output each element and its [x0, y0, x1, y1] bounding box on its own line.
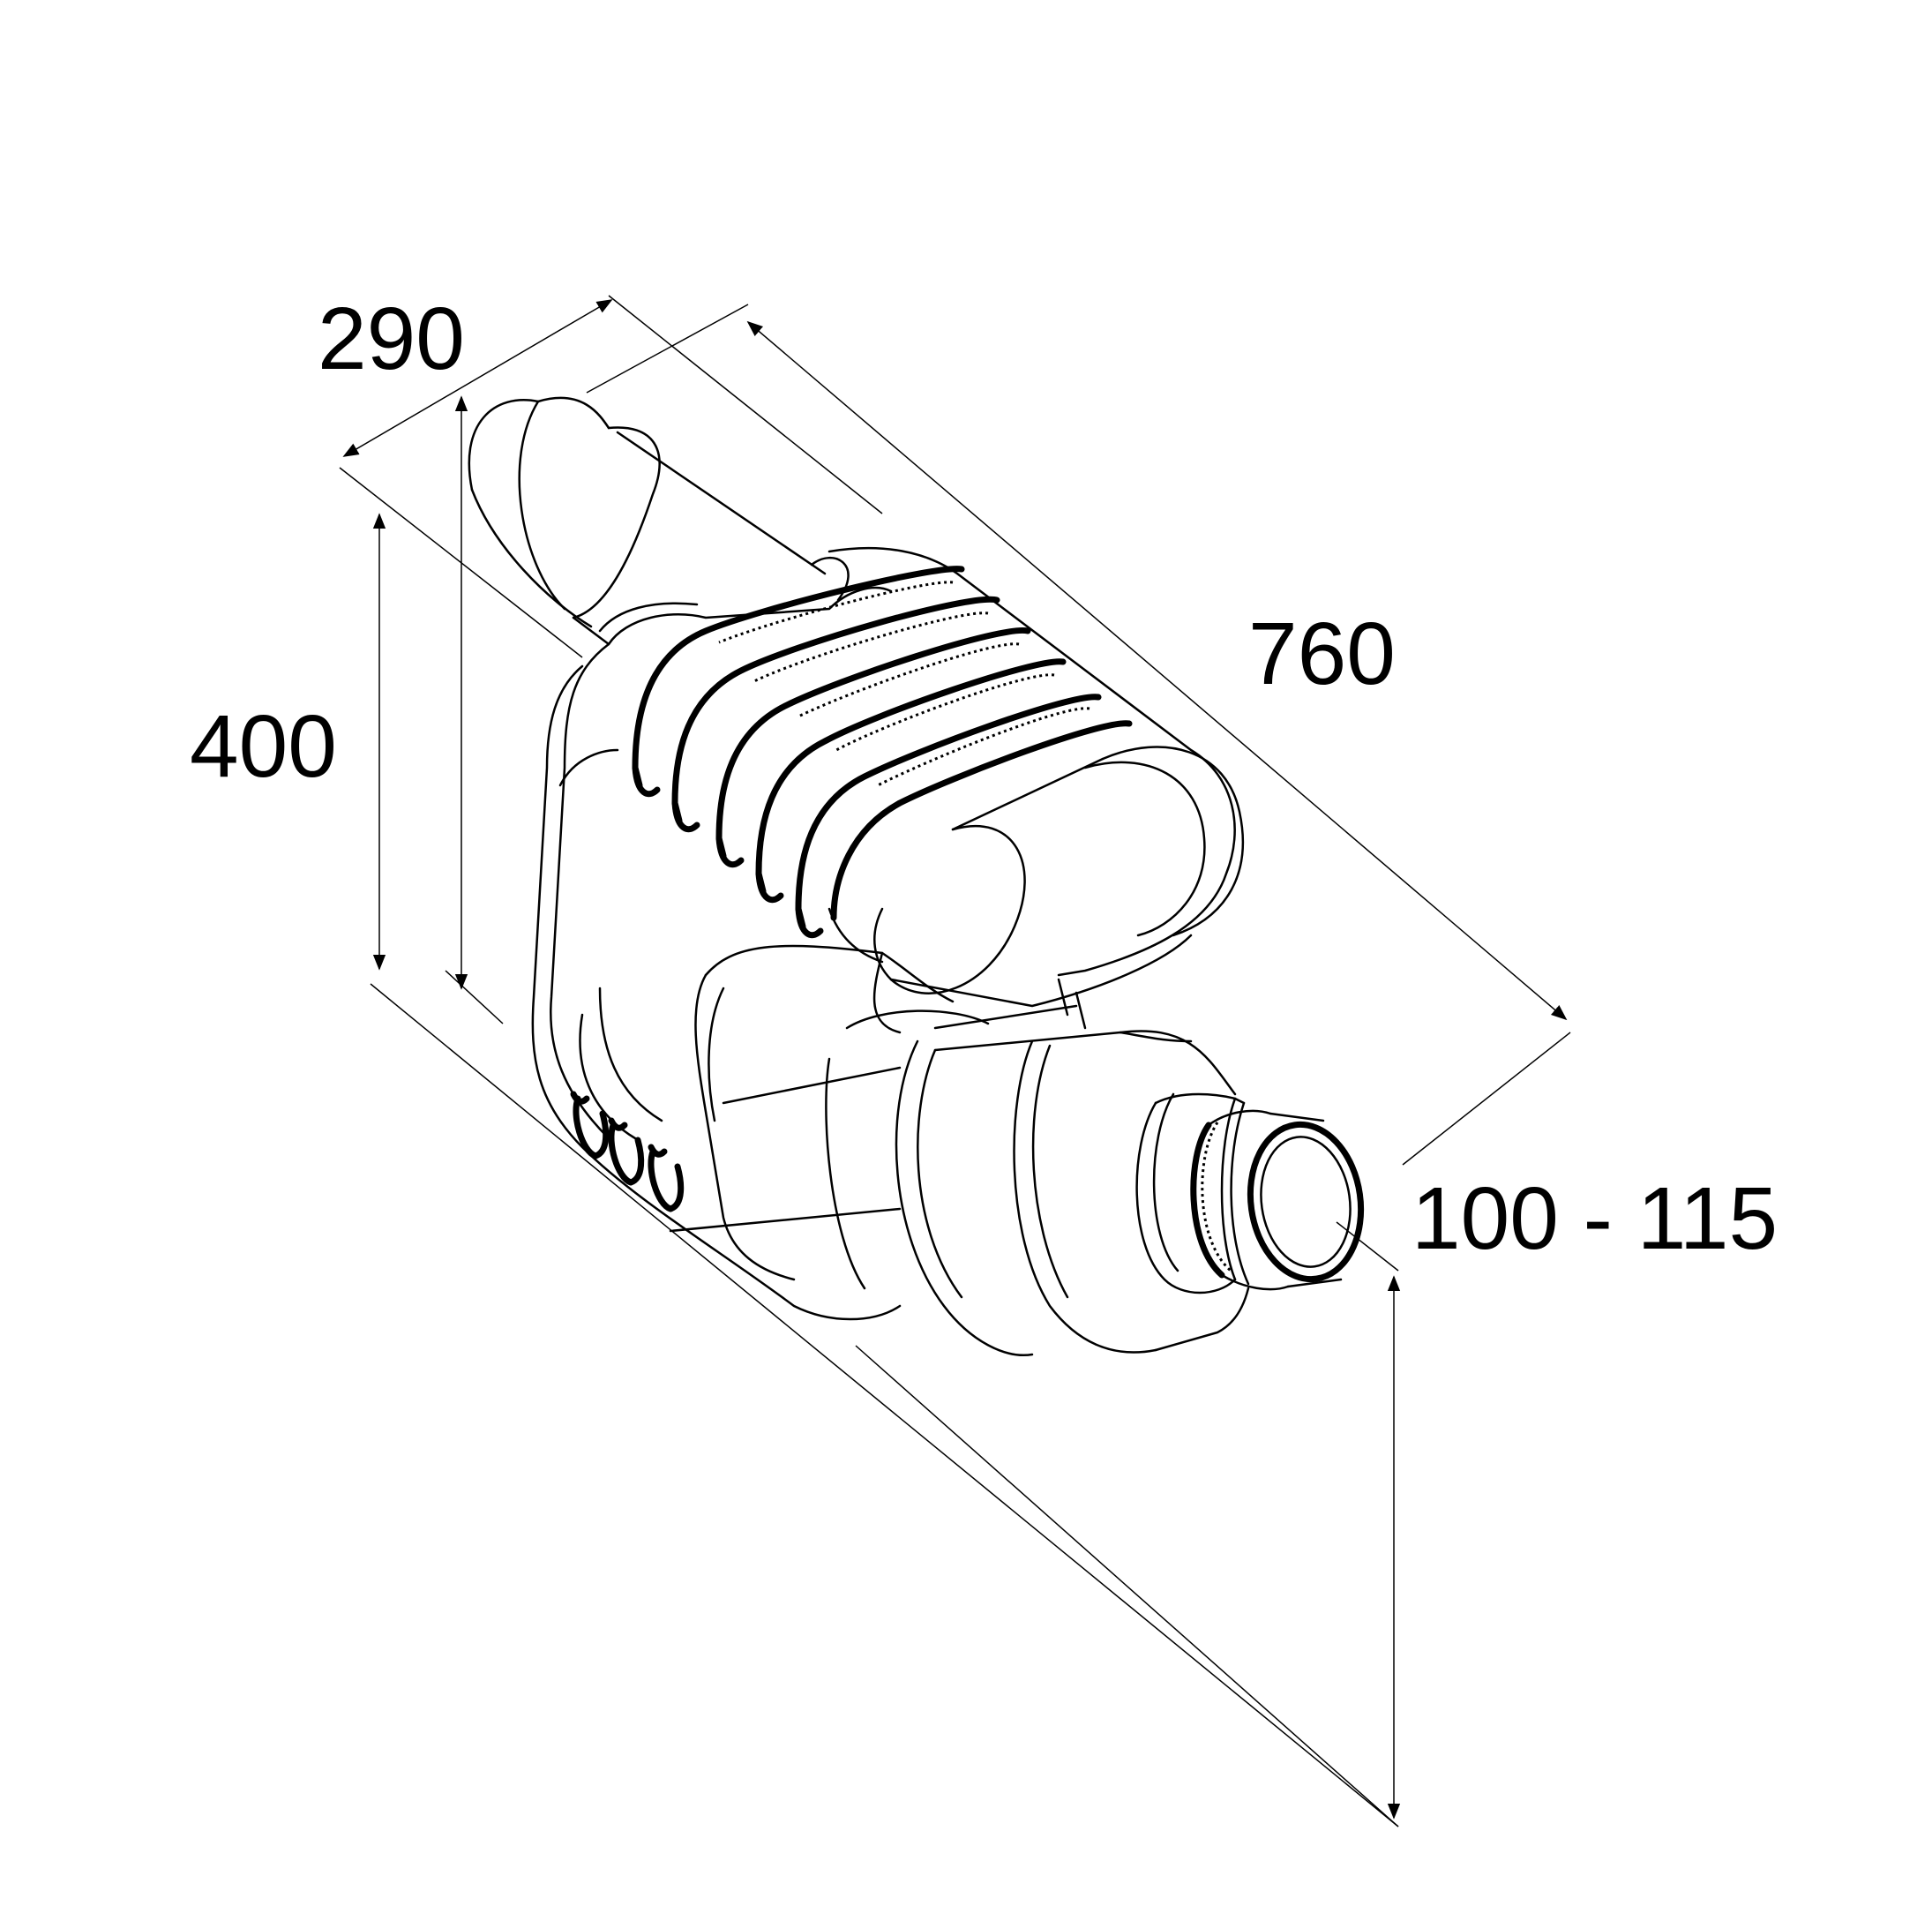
label-length: 760: [1248, 604, 1396, 703]
inlet-pipe: [468, 396, 850, 646]
lower-chamber: [669, 944, 1087, 1281]
dimension-290-line: [342, 299, 613, 457]
silencer-body: [468, 396, 1365, 1356]
upper-chamber-end: [827, 746, 1244, 1008]
label-height: 400: [190, 697, 337, 796]
cooling-fins-lower: [570, 1091, 685, 1212]
label-width: 290: [318, 289, 465, 388]
cooling-fins-upper: [632, 566, 1133, 939]
outlet-assembly: [825, 1009, 1365, 1356]
label-outlet: 100 - 115: [1412, 1169, 1778, 1268]
dimension-760-line: [746, 320, 1568, 1021]
outlet-opening: [1247, 1121, 1365, 1283]
